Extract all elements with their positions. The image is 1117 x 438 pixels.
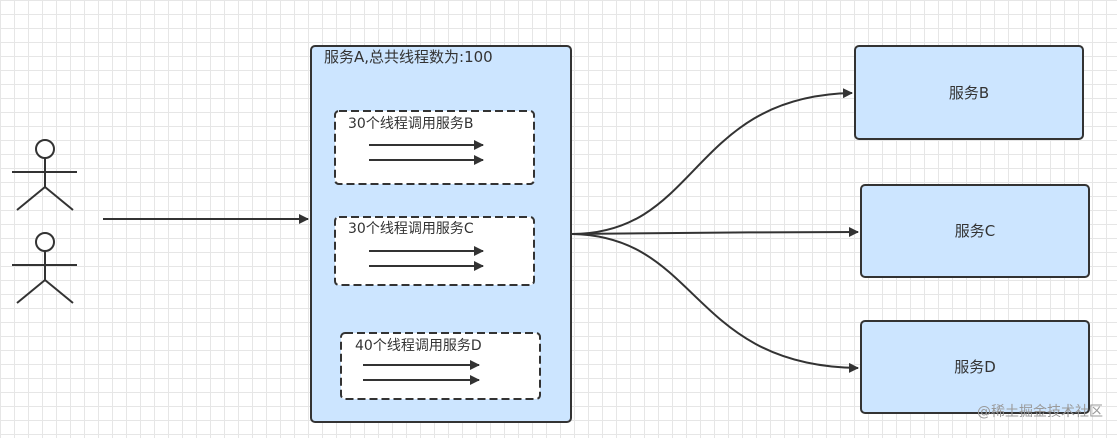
service-d-box: [860, 320, 1090, 414]
thread-group-b: [334, 110, 535, 185]
edge-a-to-d: [571, 233, 859, 373]
service-b-label: 服务B: [949, 84, 989, 102]
user-actor-2: [12, 232, 77, 304]
watermark-text: @稀土掘金技术社区: [977, 404, 1103, 420]
edge-a-to-c: [571, 227, 859, 238]
service-d-label: 服务D: [954, 358, 996, 376]
service-c-label: 服务C: [955, 222, 995, 240]
user-actor-1: [12, 139, 77, 211]
thread-group-d-label: 40个线程调用服务D: [355, 338, 482, 354]
thread-group-c-label: 30个线程调用服务C: [348, 221, 474, 237]
thread-group-b-label: 30个线程调用服务B: [348, 116, 473, 132]
service-a-title: 服务A,总共线程数为:100: [324, 48, 493, 66]
edge-a-to-b: [571, 88, 853, 235]
service-c-box: [860, 184, 1090, 278]
service-b-box: [854, 45, 1084, 140]
